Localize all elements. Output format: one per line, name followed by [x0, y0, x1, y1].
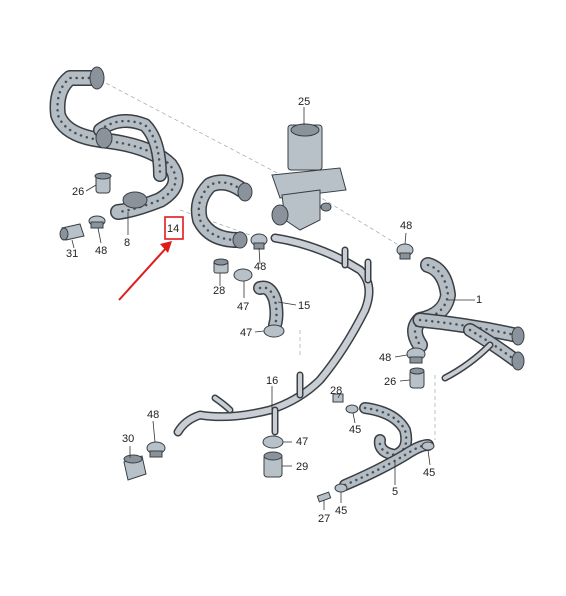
label-28: 28: [213, 285, 225, 297]
label-47: 47: [296, 436, 308, 448]
label-47: 47: [237, 301, 249, 313]
label-48: 48: [379, 352, 391, 364]
label-48: 48: [400, 220, 412, 232]
label-47: 47: [240, 327, 252, 339]
label-5: 5: [392, 486, 398, 498]
part-labels: 25 26 8 31 48 48 28 47 15 47 48 1 48 26 …: [66, 96, 482, 525]
clamp-48c: [396, 243, 414, 260]
part-26-sensor-right: [409, 367, 425, 389]
label-26: 26: [72, 186, 84, 198]
part-28-cap: [213, 258, 229, 274]
hose-5: [339, 402, 434, 491]
hose-15: [253, 280, 284, 332]
clamp-45a: [345, 404, 359, 414]
label-30: 30: [122, 433, 134, 445]
pipe-16: [173, 233, 374, 437]
clamp-47a: [233, 268, 253, 282]
label-31: 31: [66, 248, 78, 260]
pointer-arrow: [118, 246, 168, 301]
arrowhead: [160, 241, 172, 253]
highlight-14: 14: [118, 216, 184, 301]
label-45: 45: [349, 424, 361, 436]
leader-lines: [71, 107, 475, 510]
clamp-48b: [250, 233, 268, 250]
label-15: 15: [298, 300, 310, 312]
label-27: 27: [318, 513, 330, 525]
label-8: 8: [124, 237, 130, 249]
label-16: 16: [266, 375, 278, 387]
valve-25: [271, 123, 347, 231]
hose-14: [190, 174, 253, 249]
hose-8: [49, 66, 184, 220]
label-25: 25: [298, 96, 310, 108]
part-26-sensor: [94, 172, 112, 194]
part-31-plug: [59, 223, 85, 241]
clamp-45b: [421, 441, 435, 451]
label-48: 48: [254, 261, 266, 273]
label-48: 48: [147, 409, 159, 421]
clamp-45c: [334, 483, 348, 493]
label-1: 1: [476, 294, 482, 306]
clamp-48e: [146, 441, 166, 458]
part-29-cap: [263, 451, 283, 478]
label-45: 45: [423, 467, 435, 479]
label-14: 14: [167, 223, 179, 235]
clamp-47b: [263, 324, 285, 338]
label-29: 29: [296, 461, 308, 473]
clamp-48d: [406, 347, 426, 364]
label-48: 48: [95, 245, 107, 257]
part-30-cap: [123, 454, 147, 481]
hose-1: [407, 257, 525, 382]
label-28: 28: [330, 385, 342, 397]
part-27-plug: [316, 491, 332, 503]
label-45: 45: [335, 505, 347, 517]
clamp-48a: [88, 215, 106, 229]
highlight-box: [164, 216, 184, 240]
label-26: 26: [384, 376, 396, 388]
clamp-47c: [262, 435, 284, 449]
